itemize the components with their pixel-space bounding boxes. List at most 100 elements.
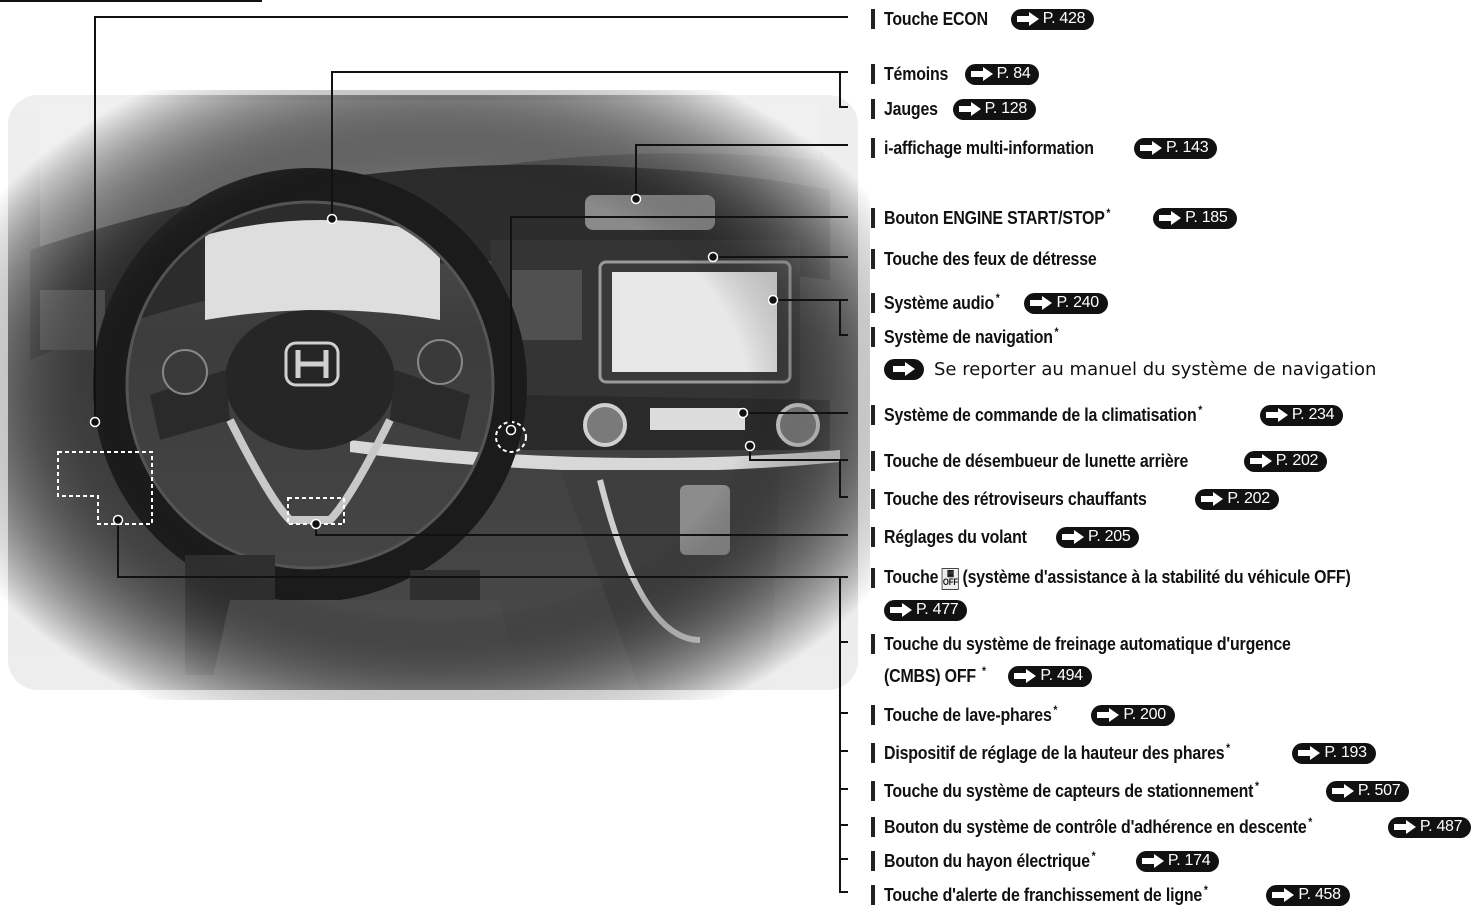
label-cmbs: Touche du système de freinage automatiqu… bbox=[871, 632, 1357, 656]
page-ref-link[interactable]: P. 185 bbox=[1153, 207, 1237, 229]
page-ref-link[interactable]: P. 240 bbox=[1024, 292, 1108, 314]
label-capteurs: Touche du système de capteurs de station… bbox=[871, 779, 1410, 803]
arrow-icon bbox=[1030, 296, 1053, 310]
arrow-icon bbox=[1014, 669, 1037, 683]
label-main: Touche d'alerte de franchissement de lig… bbox=[884, 884, 1203, 906]
label-iaffichage: i-affichage multi-information P. 143 bbox=[871, 136, 1218, 160]
label-navigation: Système de navigation* bbox=[871, 325, 1087, 349]
label-bar bbox=[871, 327, 875, 347]
page-ref-link[interactable]: P. 234 bbox=[1259, 404, 1344, 426]
left-switch-panel-highlight bbox=[57, 451, 153, 525]
arrow-icon bbox=[958, 102, 981, 116]
label-text: Bouton du hayon électrique* bbox=[884, 849, 1096, 872]
arrow-icon bbox=[1265, 408, 1288, 422]
page-ref-text: P. 205 bbox=[1088, 528, 1131, 545]
label-lavephares: Touche de lave-phares* P. 200 bbox=[871, 703, 1175, 727]
page-ref-link[interactable]: P. 494 bbox=[1008, 665, 1092, 687]
label-text: Réglages du volant bbox=[884, 526, 1027, 547]
page-ref-link[interactable] bbox=[884, 358, 924, 380]
label-vsa: Touche▦OFF(système d'assistance à la sta… bbox=[871, 566, 1427, 590]
page-ref-text: P. 240 bbox=[1056, 294, 1099, 311]
page-ref-text: P. 458 bbox=[1298, 886, 1341, 903]
arrow-icon bbox=[1393, 820, 1416, 834]
label-text: Jauges bbox=[884, 98, 938, 119]
arrow-icon bbox=[1139, 141, 1162, 155]
label-bar bbox=[871, 489, 875, 509]
label-detresse: Touche des feux de détresse bbox=[871, 247, 1131, 271]
label-main: Bouton du hayon électrique bbox=[884, 850, 1090, 872]
label-bar bbox=[871, 99, 875, 119]
page-ref-link[interactable]: P. 205 bbox=[1056, 526, 1140, 548]
label-text: Touche d'alerte de franchissement de lig… bbox=[884, 883, 1208, 906]
label-bar bbox=[871, 851, 875, 871]
label-temoins: Témoins P. 84 bbox=[871, 62, 1040, 86]
label-bar bbox=[871, 138, 875, 158]
asterisk: * bbox=[1308, 815, 1313, 830]
label-main: Touche bbox=[884, 566, 939, 588]
label-text: (CMBS) OFF * bbox=[884, 664, 986, 687]
page-ref-text: P. 202 bbox=[1275, 452, 1319, 469]
asterisk: * bbox=[995, 291, 1000, 306]
label-main: Système audio bbox=[884, 292, 995, 314]
asterisk: * bbox=[1053, 703, 1058, 718]
label-bar bbox=[871, 527, 875, 547]
label-bar bbox=[871, 64, 875, 84]
page-ref-link[interactable]: P. 428 bbox=[1010, 8, 1095, 30]
label-main: Système de navigation bbox=[884, 326, 1053, 348]
label-text: Bouton ENGINE START/STOP* bbox=[884, 206, 1110, 229]
label-bar bbox=[871, 568, 875, 588]
arrow-icon bbox=[1141, 854, 1164, 868]
label-bar bbox=[871, 451, 875, 471]
asterisk: * bbox=[1203, 883, 1208, 898]
page-ref-link[interactable]: P. 143 bbox=[1133, 137, 1218, 159]
label-hauteur: Dispositif de réglage de la hauteur des … bbox=[871, 741, 1376, 765]
page-ref-link[interactable]: P. 487 bbox=[1387, 816, 1471, 838]
page-ref-link[interactable]: P. 128 bbox=[952, 98, 1036, 120]
steering-adjust-highlight bbox=[287, 497, 345, 525]
label-bar bbox=[871, 9, 875, 29]
page-ref-text: P. 202 bbox=[1227, 490, 1270, 507]
label-text: Touche ECON bbox=[884, 8, 988, 29]
asterisk: * bbox=[1054, 325, 1059, 340]
label-text: Système de commande de la climatisation* bbox=[884, 403, 1202, 426]
page-ref-link[interactable]: P. 202 bbox=[1195, 488, 1279, 510]
page-ref-link[interactable]: P. 477 bbox=[884, 599, 968, 621]
arrow-icon bbox=[970, 67, 993, 81]
asterisk: * bbox=[1106, 206, 1111, 221]
arrow-icon bbox=[1159, 211, 1182, 225]
page-ref-link[interactable]: P. 202 bbox=[1243, 450, 1328, 472]
page-ref-text: P. 128 bbox=[984, 100, 1028, 117]
arrow-icon bbox=[893, 362, 915, 376]
navigation-note: Se reporter au manuel du système de navi… bbox=[884, 357, 1376, 381]
page-ref-link[interactable]: P. 193 bbox=[1292, 742, 1376, 764]
page-ref-link[interactable]: P. 200 bbox=[1091, 704, 1175, 726]
arrow-icon bbox=[1272, 888, 1295, 902]
page-ref-text: P. 185 bbox=[1185, 209, 1228, 226]
label-bar bbox=[871, 743, 875, 763]
asterisk: * bbox=[1091, 849, 1096, 864]
label-bar bbox=[871, 705, 875, 725]
label-bar bbox=[871, 405, 875, 425]
vsa-off-icon: ▦OFF bbox=[941, 567, 960, 590]
page-ref-text: P. 174 bbox=[1167, 852, 1211, 869]
label-engine: Bouton ENGINE START/STOP* P. 185 bbox=[871, 206, 1237, 230]
page-ref-text: P. 494 bbox=[1040, 667, 1083, 684]
arrow-icon bbox=[1298, 746, 1321, 760]
page-ref-text: P. 477 bbox=[916, 601, 959, 618]
label-bar bbox=[871, 249, 875, 269]
page-ref-link[interactable]: P. 84 bbox=[964, 63, 1040, 85]
label-main: Système de commande de la climatisation bbox=[884, 404, 1197, 426]
arrow-icon bbox=[1097, 708, 1120, 722]
asterisk: * bbox=[1226, 741, 1231, 756]
page-ref-link[interactable]: P. 458 bbox=[1266, 884, 1350, 906]
page-ref-link[interactable]: P. 507 bbox=[1325, 780, 1410, 802]
asterisk: * bbox=[981, 664, 986, 679]
label-bar bbox=[871, 634, 875, 654]
label-descente: Bouton du système de contrôle d'adhérenc… bbox=[871, 815, 1471, 839]
note-text: Se reporter au manuel du système de navi… bbox=[934, 358, 1377, 380]
page-ref-text: P. 193 bbox=[1324, 744, 1367, 761]
page-ref-link[interactable]: P. 174 bbox=[1135, 850, 1220, 872]
label-text: Témoins bbox=[884, 63, 949, 84]
page-ref-text: P. 84 bbox=[996, 65, 1031, 82]
label-text: Dispositif de réglage de la hauteur des … bbox=[884, 741, 1230, 764]
